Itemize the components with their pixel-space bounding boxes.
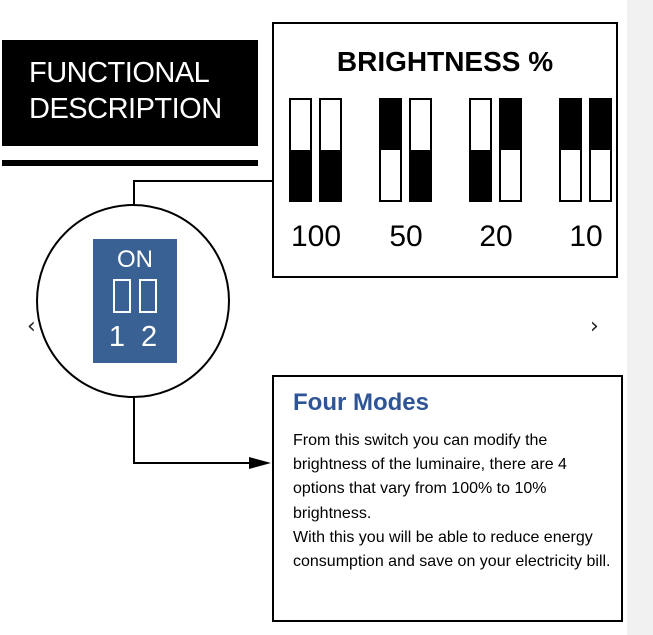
dip-key-2 <box>139 279 157 313</box>
dip-key-1 <box>113 279 131 313</box>
brightness-label-10: 10 <box>569 220 603 253</box>
title-divider <box>2 160 258 166</box>
switch-20-1 <box>469 98 492 202</box>
brightness-heading: BRIGHTNESS % <box>336 46 554 77</box>
switch-100-2 <box>319 98 342 202</box>
prev-arrow-icon[interactable]: ‹ <box>27 314 36 339</box>
connector-up-vertical <box>133 180 135 206</box>
arrow-right-icon <box>249 457 271 469</box>
title-line-1: FUNCTIONAL <box>29 57 210 89</box>
dip-on-label: ON <box>117 246 153 273</box>
modes-description: From this switch you can modify the brig… <box>293 429 611 574</box>
brightness-label-100: 100 <box>290 220 342 253</box>
dip-switch: ON 1 2 <box>93 239 177 363</box>
title-line-2: DESCRIPTION <box>29 93 222 125</box>
connector-down-horizontal <box>133 462 253 464</box>
brightness-label-50: 50 <box>389 220 423 253</box>
modes-panel: Four Modes From this switch you can modi… <box>272 375 623 622</box>
switch-50-1 <box>379 98 402 202</box>
title-block: FUNCTIONAL DESCRIPTION <box>2 40 258 146</box>
dip-numbers: 1 2 <box>108 321 162 353</box>
switch-20-2 <box>499 98 522 202</box>
brightness-panel: BRIGHTNESS % 100 50 20 10 <box>272 22 618 278</box>
next-arrow-icon[interactable]: › <box>590 314 599 339</box>
connector-up-horizontal <box>133 180 273 182</box>
switch-10-1 <box>559 98 582 202</box>
brightness-label-20: 20 <box>479 220 513 253</box>
modes-paragraph-1: From this switch you can modify the brig… <box>293 432 567 522</box>
switch-50-2 <box>409 98 432 202</box>
switch-100-1 <box>289 98 312 202</box>
switch-10-2 <box>589 98 612 202</box>
modes-paragraph-2: With this you will be able to reduce ene… <box>293 528 611 571</box>
connector-down-vertical <box>133 397 135 464</box>
scroll-gutter <box>627 0 653 635</box>
modes-title: Four Modes <box>293 389 429 416</box>
